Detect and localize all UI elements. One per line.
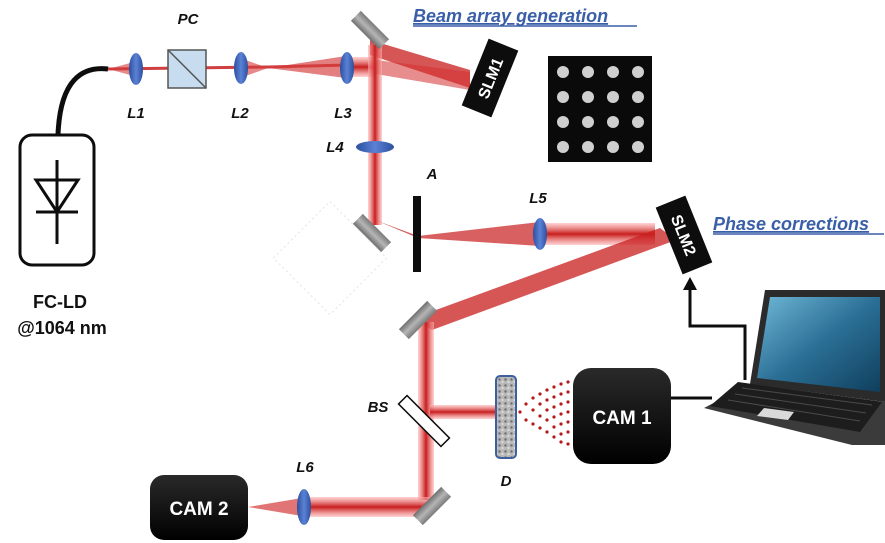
source-label-line2: @1064 nm bbox=[17, 318, 107, 338]
mirror-3 bbox=[398, 300, 438, 340]
mirror-2 bbox=[352, 213, 392, 253]
label-l1: L1 bbox=[127, 105, 145, 122]
polarizing-cube bbox=[167, 49, 207, 89]
label-l5: L5 bbox=[529, 190, 547, 207]
mirror-4 bbox=[412, 486, 452, 526]
lens-l1 bbox=[129, 53, 143, 85]
label-diffuser: D bbox=[501, 473, 512, 490]
camera-2: CAM 2 bbox=[150, 475, 248, 540]
aperture-a bbox=[413, 196, 421, 272]
control-arrow bbox=[683, 277, 747, 380]
spot-array-image bbox=[548, 56, 652, 162]
lens-l6 bbox=[297, 489, 311, 525]
lens-l4 bbox=[356, 141, 394, 153]
camera-1: CAM 1 bbox=[573, 368, 671, 464]
mirror-1 bbox=[350, 10, 390, 50]
slm1-device: SLM1 bbox=[461, 38, 519, 118]
beam-splitter bbox=[397, 394, 451, 448]
label-aperture: A bbox=[426, 166, 438, 183]
label-l2: L2 bbox=[231, 105, 249, 122]
camera-1-label: CAM 1 bbox=[592, 408, 652, 429]
label-l4: L4 bbox=[326, 139, 344, 156]
source-label-line1: FC-LD bbox=[33, 292, 87, 312]
label-beam-array-generation: Beam array generation bbox=[413, 6, 608, 26]
diffuser-d bbox=[495, 375, 517, 459]
label-beam-splitter: BS bbox=[368, 399, 389, 416]
laptop-icon bbox=[704, 290, 885, 445]
laser-diode-icon bbox=[18, 133, 96, 267]
lens-l5 bbox=[533, 218, 547, 250]
camera-2-label: CAM 2 bbox=[169, 499, 228, 520]
label-phase-corrections: Phase corrections bbox=[713, 214, 869, 234]
label-pc: PC bbox=[178, 11, 200, 28]
label-l6: L6 bbox=[296, 459, 314, 476]
scattered-light bbox=[518, 380, 570, 446]
label-l3: L3 bbox=[334, 105, 352, 122]
lens-l2 bbox=[234, 52, 248, 84]
slm2-device: SLM2 bbox=[655, 195, 713, 275]
optical-fiber bbox=[55, 66, 109, 136]
lens-l3 bbox=[340, 52, 354, 84]
